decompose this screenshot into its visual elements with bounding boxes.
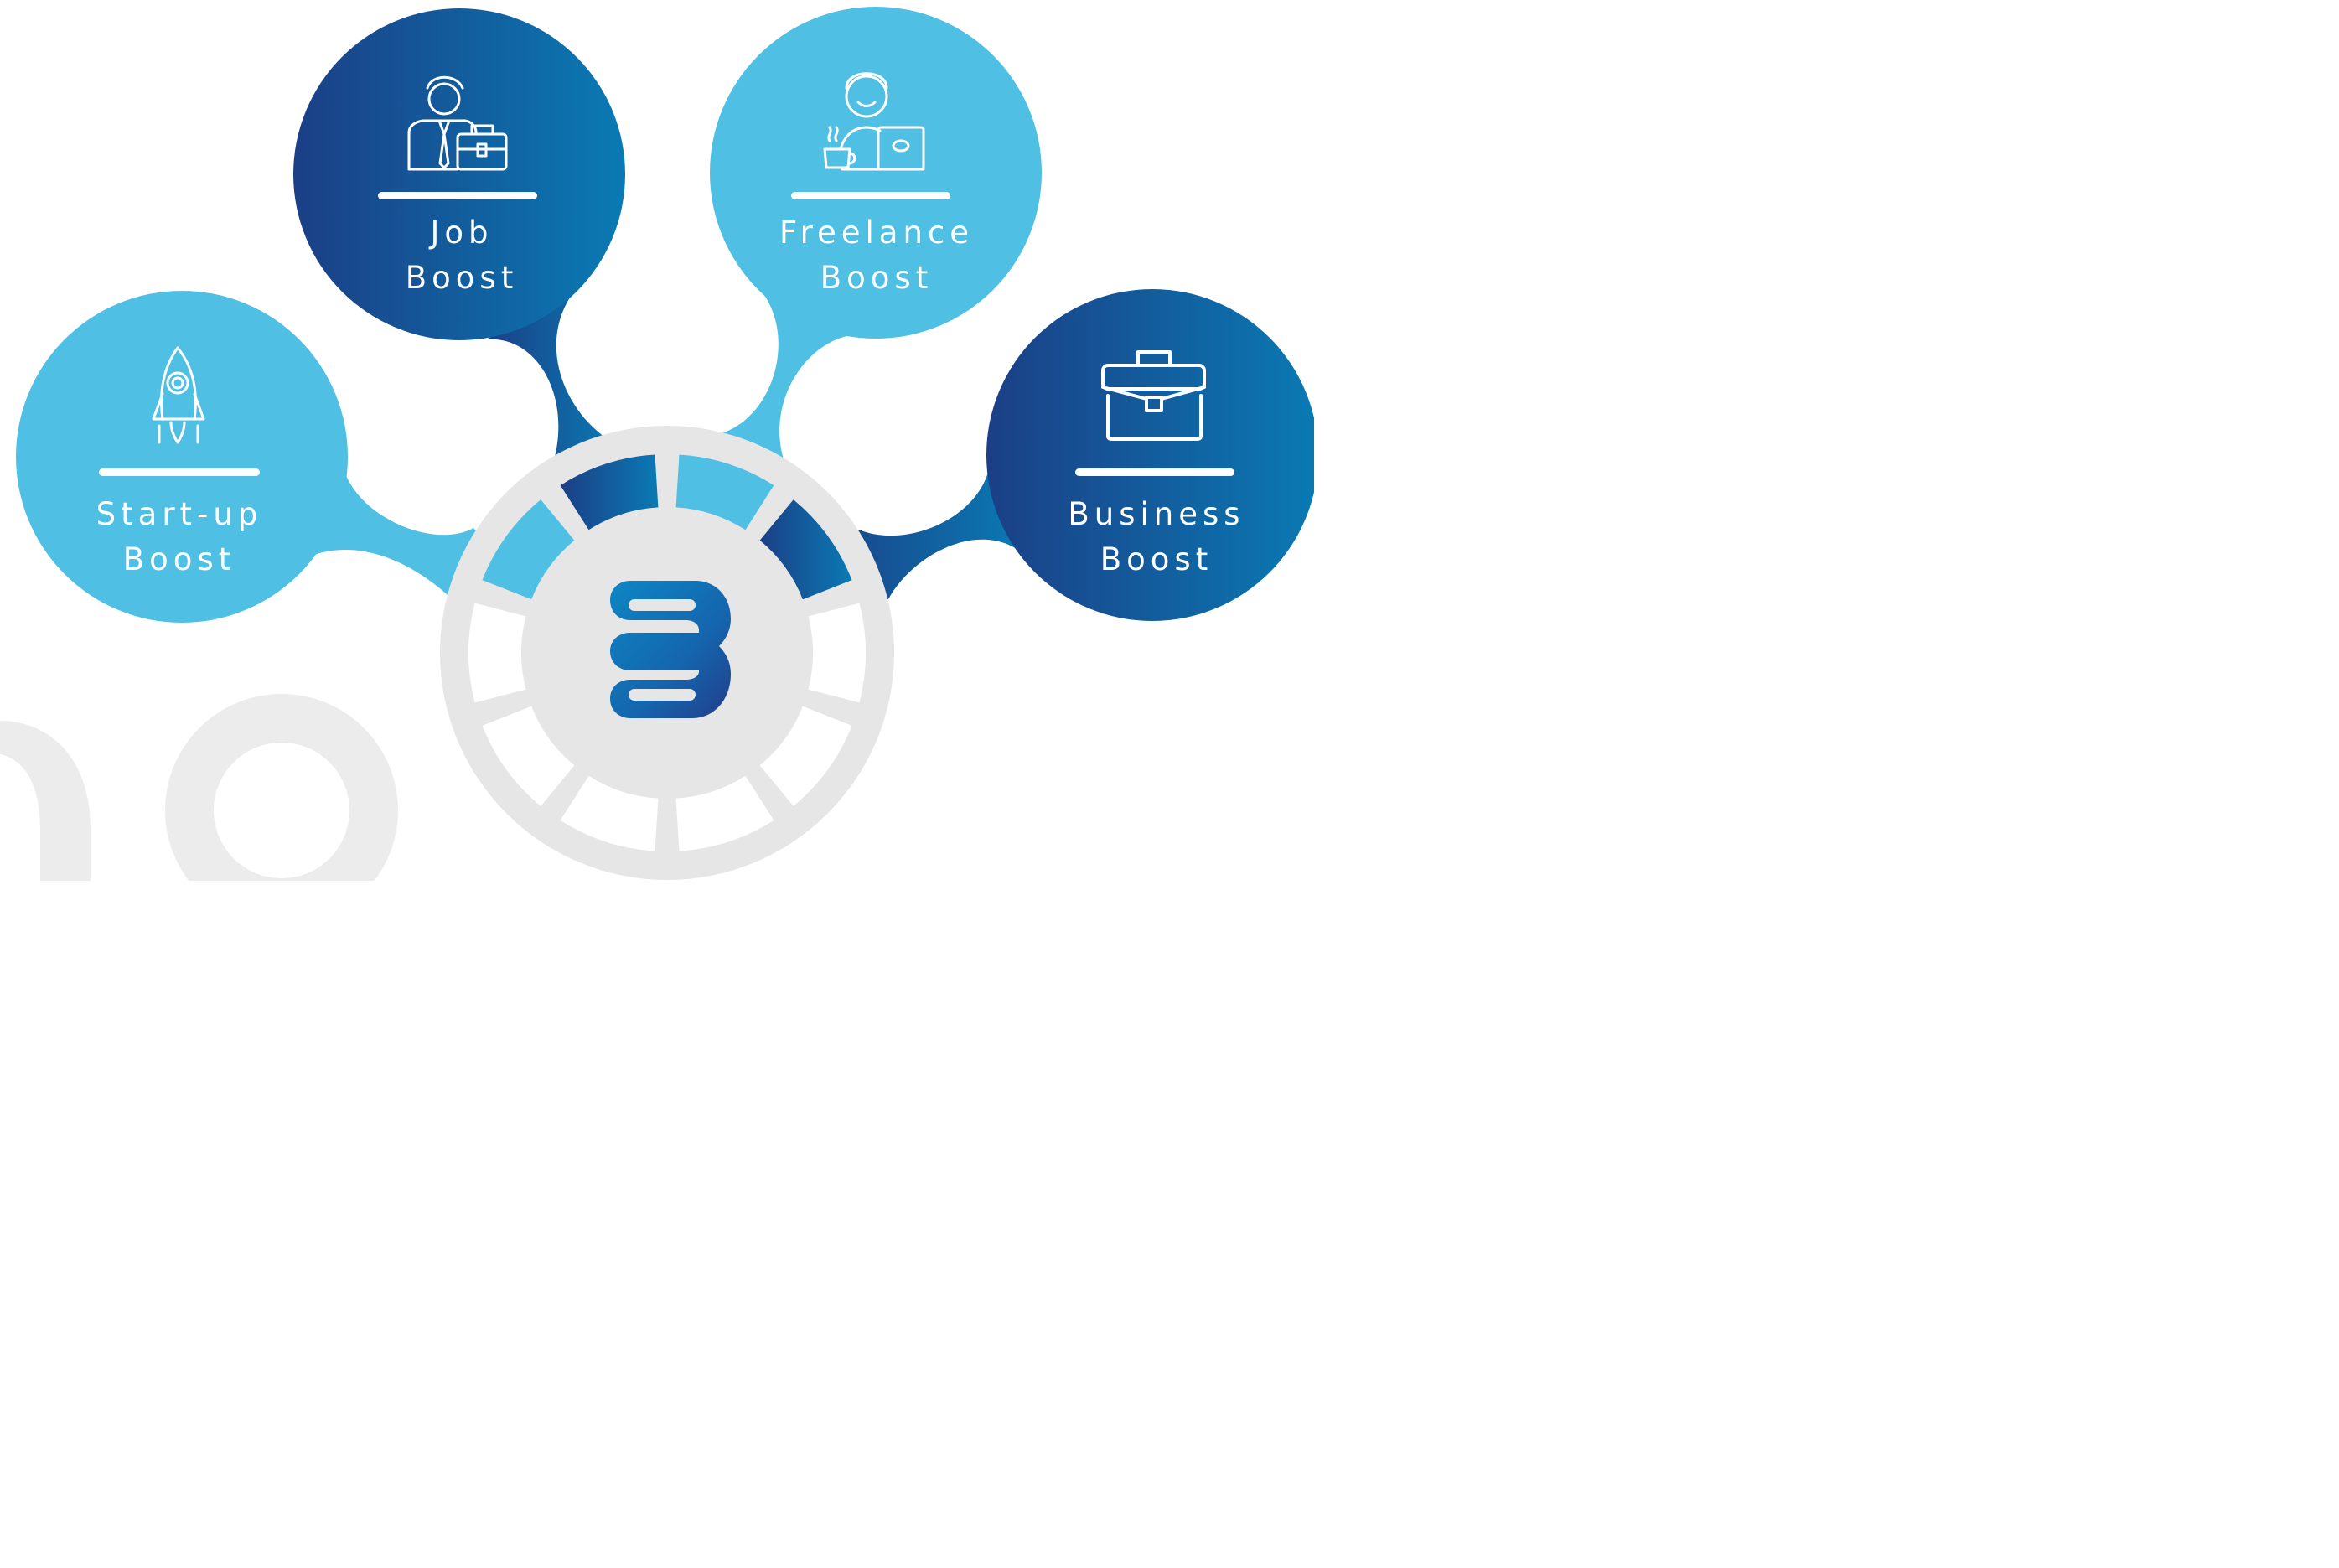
- hub-segment-3: [759, 499, 852, 600]
- connector-freelance: [719, 295, 851, 459]
- briefcase-icon: [1101, 350, 1206, 441]
- freelance-label-line2: Boost: [820, 260, 933, 296]
- bubble-startup-boost: Start-up Boost: [16, 291, 348, 623]
- business-label-line1: Business: [1068, 496, 1245, 532]
- freelancer-laptop-icon: [823, 72, 925, 171]
- hub-segment-1: [560, 454, 659, 530]
- boost-diagram: Start-up Boost Job Boost: [0, 7, 1314, 881]
- hub-segments: [468, 454, 866, 851]
- rocket-icon: [152, 346, 205, 444]
- hub-segment-8: [482, 706, 575, 806]
- bubble-job-boost: Job Boost: [293, 8, 625, 340]
- connector-job: [486, 298, 616, 457]
- freelance-label-line1: Freelance: [779, 215, 974, 251]
- hub-segment-4: [808, 603, 866, 703]
- job-label-line2: Boost: [406, 260, 518, 296]
- hub-segment-7: [560, 775, 659, 851]
- hub-segment-9: [468, 603, 526, 703]
- background-watermark: [0, 694, 398, 881]
- job-label-line1: Job: [428, 215, 493, 251]
- hub-segment-2: [675, 454, 774, 530]
- business-label-line2: Boost: [1100, 541, 1213, 577]
- bubble-business-boost: Business Boost: [986, 289, 1314, 621]
- bubble-freelance-boost: Freelance Boost: [710, 7, 1042, 339]
- central-hub: [440, 426, 894, 880]
- startup-label-line1: Start-up: [96, 496, 263, 532]
- hub-segment-6: [675, 775, 774, 851]
- hub-segment-10: [482, 499, 575, 600]
- employee-briefcase-icon: [407, 75, 508, 171]
- brand-b-logo: [610, 581, 731, 718]
- startup-label-line2: Boost: [123, 541, 235, 577]
- hub-segment-5: [759, 706, 852, 806]
